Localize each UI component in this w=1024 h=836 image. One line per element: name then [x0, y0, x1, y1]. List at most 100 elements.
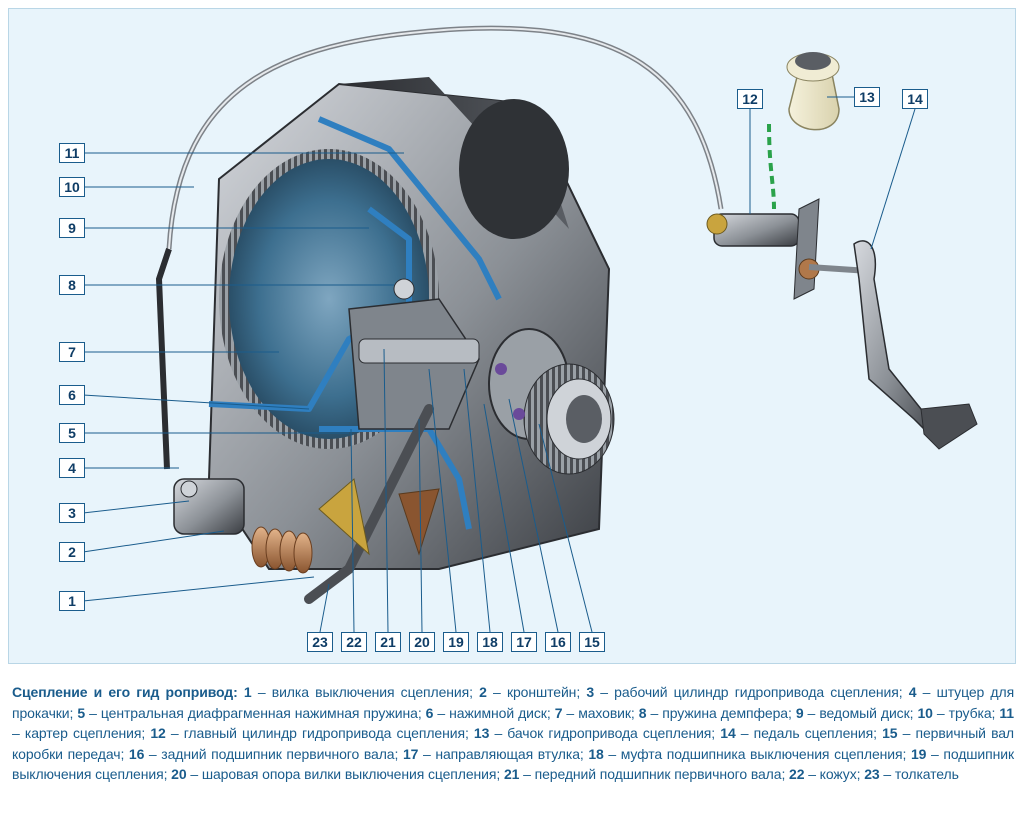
caption-item: 6 – нажимной диск; [425, 704, 555, 721]
caption-item-text: кожух [819, 766, 857, 782]
callout-3: 3 [59, 503, 85, 523]
caption-item: 17 – направляющая втулка; [402, 745, 589, 762]
callout-15: 15 [579, 632, 605, 652]
caption-item-number: 1 [243, 684, 252, 700]
slave-cylinder [173, 404, 440, 604]
caption-item-text: картер сцепления [24, 725, 142, 741]
callout-22: 22 [341, 632, 367, 652]
caption-item: 14 – педаль сцепления; [720, 725, 883, 741]
caption-item-text: нажимной диск [449, 704, 547, 721]
callout-11: 11 [59, 143, 85, 163]
caption-item-number: 12 [150, 725, 166, 741]
callout-16: 16 [545, 632, 571, 652]
caption-item-text: шаровая опора вилки выключения сцепления [201, 766, 497, 782]
caption-item: 2 – кронштейн; [479, 684, 587, 700]
callout-19: 19 [443, 632, 469, 652]
caption-item-text: подшипник выключения сцепления [12, 745, 1014, 783]
caption-item-text: толкатель [894, 766, 959, 782]
clutch-illustration [82, 25, 978, 633]
callout-17: 17 [511, 632, 537, 652]
figure-frame: 11 10 9 8 7 6 5 4 3 2 1 23 22 21 20 19 1… [8, 8, 1016, 664]
caption-item: 9 – ведомый диск; [795, 704, 918, 721]
caption-item-text: центральная диафрагменная нажимная пружи… [100, 704, 418, 721]
caption-item-text: педаль сцепления [753, 725, 874, 741]
caption-item-text: вилка выключения сцепления [271, 684, 470, 700]
caption-item-text: направляющая втулка [435, 745, 580, 762]
caption-item: 10 – трубка; [917, 704, 1000, 721]
caption-item-number: 21 [503, 766, 520, 782]
figure-caption: Сцепление и его гид ропривод: 1 – вилка … [12, 682, 1014, 785]
callout-21: 21 [375, 632, 401, 652]
callout-2: 2 [59, 542, 85, 562]
caption-item-text: первичный вал коробки передач [12, 725, 1015, 762]
caption-item-number: 16 [128, 745, 145, 762]
caption-item-number: 6 [425, 704, 434, 721]
caption-item-number: 3 [586, 684, 595, 700]
master-cylinder-and-pedal [706, 52, 978, 450]
caption-item-number: 17 [402, 745, 419, 762]
caption-item-text: маховик [578, 704, 631, 721]
caption-item: 21 – передний подшипник первичного вала; [503, 766, 790, 782]
caption-title: Сцепление и его гид ропривод: [12, 684, 238, 700]
leader-lines [82, 96, 916, 633]
caption-item-number: 4 [908, 684, 917, 700]
caption-item-text: муфта подшипника выключения сцепления [620, 745, 903, 762]
caption-item-number: 10 [917, 704, 933, 721]
caption-item-number: 9 [795, 704, 804, 721]
caption-item-text: пружина демпфера [662, 704, 788, 721]
caption-item: 1 – вилка выключения сцепления; [243, 684, 480, 700]
callout-14: 14 [902, 89, 928, 109]
caption-item: 19 – подшипник выключения сцепления; [12, 745, 1014, 783]
callout-23: 23 [307, 632, 333, 652]
caption-item: 13 – бачок гидропривода сцепления; [473, 725, 721, 741]
caption-item-number: 7 [554, 704, 563, 721]
caption-item: 8 – пружина демпфера; [638, 704, 796, 721]
callout-18: 18 [477, 632, 503, 652]
caption-item-text: передний подшипник первичного вала [534, 766, 782, 782]
callout-6: 6 [59, 385, 85, 405]
caption-item-number: 14 [720, 725, 736, 741]
caption-item: 12 – главный цилиндр гидропривода сцепле… [150, 725, 474, 741]
caption-item: 4 – штуцер для прокачки; [12, 684, 1015, 721]
caption-item-text: бачок гидропривода сцепления [507, 725, 712, 741]
caption-item-number: 8 [638, 704, 647, 721]
caption-item-number: 18 [588, 745, 604, 762]
callout-20: 20 [409, 632, 435, 652]
caption-item-text: ведомый диск [819, 704, 910, 721]
caption-item-text: главный цилиндр гидропривода сцепления [183, 725, 465, 741]
caption-item-text: рабочий цилиндр гидропривода сцепления [614, 684, 899, 700]
caption-item-number: 2 [479, 684, 487, 700]
callout-7: 7 [59, 342, 85, 362]
caption-item-number: 23 [864, 766, 880, 782]
caption-item-number: 15 [882, 725, 898, 741]
caption-items: 1 – вилка выключения сцепления; 2 – крон… [12, 684, 1014, 782]
caption-item: 20 – шаровая опора вилки выключения сцеп… [171, 766, 504, 782]
callout-1: 1 [59, 591, 85, 611]
caption-item-text: трубка [948, 704, 992, 721]
caption-item-number: 13 [473, 725, 490, 741]
caption-item-number: 20 [171, 766, 187, 782]
caption-item: 23 – толкатель [864, 766, 959, 782]
caption-item: 15 – первичный вал коробки передач; [12, 725, 1015, 762]
caption-item-number: 22 [789, 766, 805, 782]
caption-item: 18 – муфта подшипника выключения сцеплен… [588, 745, 911, 762]
caption-item: 7 – маховик; [554, 704, 639, 721]
callout-9: 9 [59, 218, 85, 238]
caption-item-text: кронштейн [506, 684, 577, 700]
callout-12: 12 [737, 89, 763, 109]
fluid-tube [155, 25, 724, 470]
caption-item: 5 – центральная диафрагменная нажимная п… [77, 704, 426, 721]
caption-item: 11 – картер сцепления; [12, 704, 1014, 742]
caption-item-number: 19 [910, 745, 927, 762]
callout-13: 13 [854, 87, 880, 107]
caption-item: 3 – рабочий цилиндр гидропривода сцеплен… [586, 684, 909, 700]
callout-4: 4 [59, 458, 85, 478]
input-shaft-bearing [488, 328, 615, 475]
caption-item: 16 – задний подшипник первичного вала; [128, 745, 403, 762]
pressure-assembly [348, 278, 480, 430]
callout-8: 8 [59, 275, 85, 295]
caption-item-number: 5 [77, 704, 86, 721]
caption-item-text: задний подшипник первичного вала [161, 745, 395, 762]
caption-item-number: 11 [999, 704, 1014, 721]
callout-10: 10 [59, 177, 85, 197]
